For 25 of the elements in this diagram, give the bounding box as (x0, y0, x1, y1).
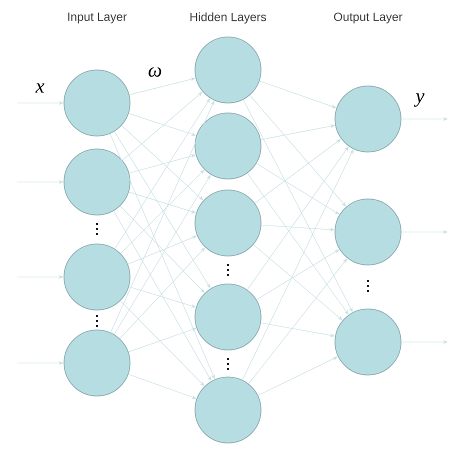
variable-label: x (35, 83, 44, 93)
arrow (114, 174, 211, 335)
layer-title: Input Layer (68, 12, 127, 24)
neuron-circle (194, 36, 262, 104)
layer-title: Output Layer (334, 12, 402, 24)
arrow (259, 80, 336, 108)
neuron-circle (194, 190, 262, 256)
arrow (121, 125, 204, 200)
neuron-circle (334, 308, 402, 376)
arrow (258, 356, 338, 396)
neuron-circle (64, 330, 130, 396)
neuron-circle (64, 148, 130, 216)
neuron-circle (64, 244, 130, 310)
variable-label: y (414, 93, 424, 107)
neuron-circle (334, 198, 402, 266)
neuron-circle (194, 284, 262, 350)
neuron-circle (334, 86, 402, 152)
neuron-circle (194, 376, 262, 444)
neuron-circle (64, 70, 130, 136)
variable-label: ω (148, 67, 162, 77)
arrow (128, 328, 196, 352)
arrow (256, 249, 340, 300)
layer-title: Hidden Layers (190, 12, 266, 24)
arrow (120, 170, 204, 254)
neuron-circle (194, 112, 262, 180)
